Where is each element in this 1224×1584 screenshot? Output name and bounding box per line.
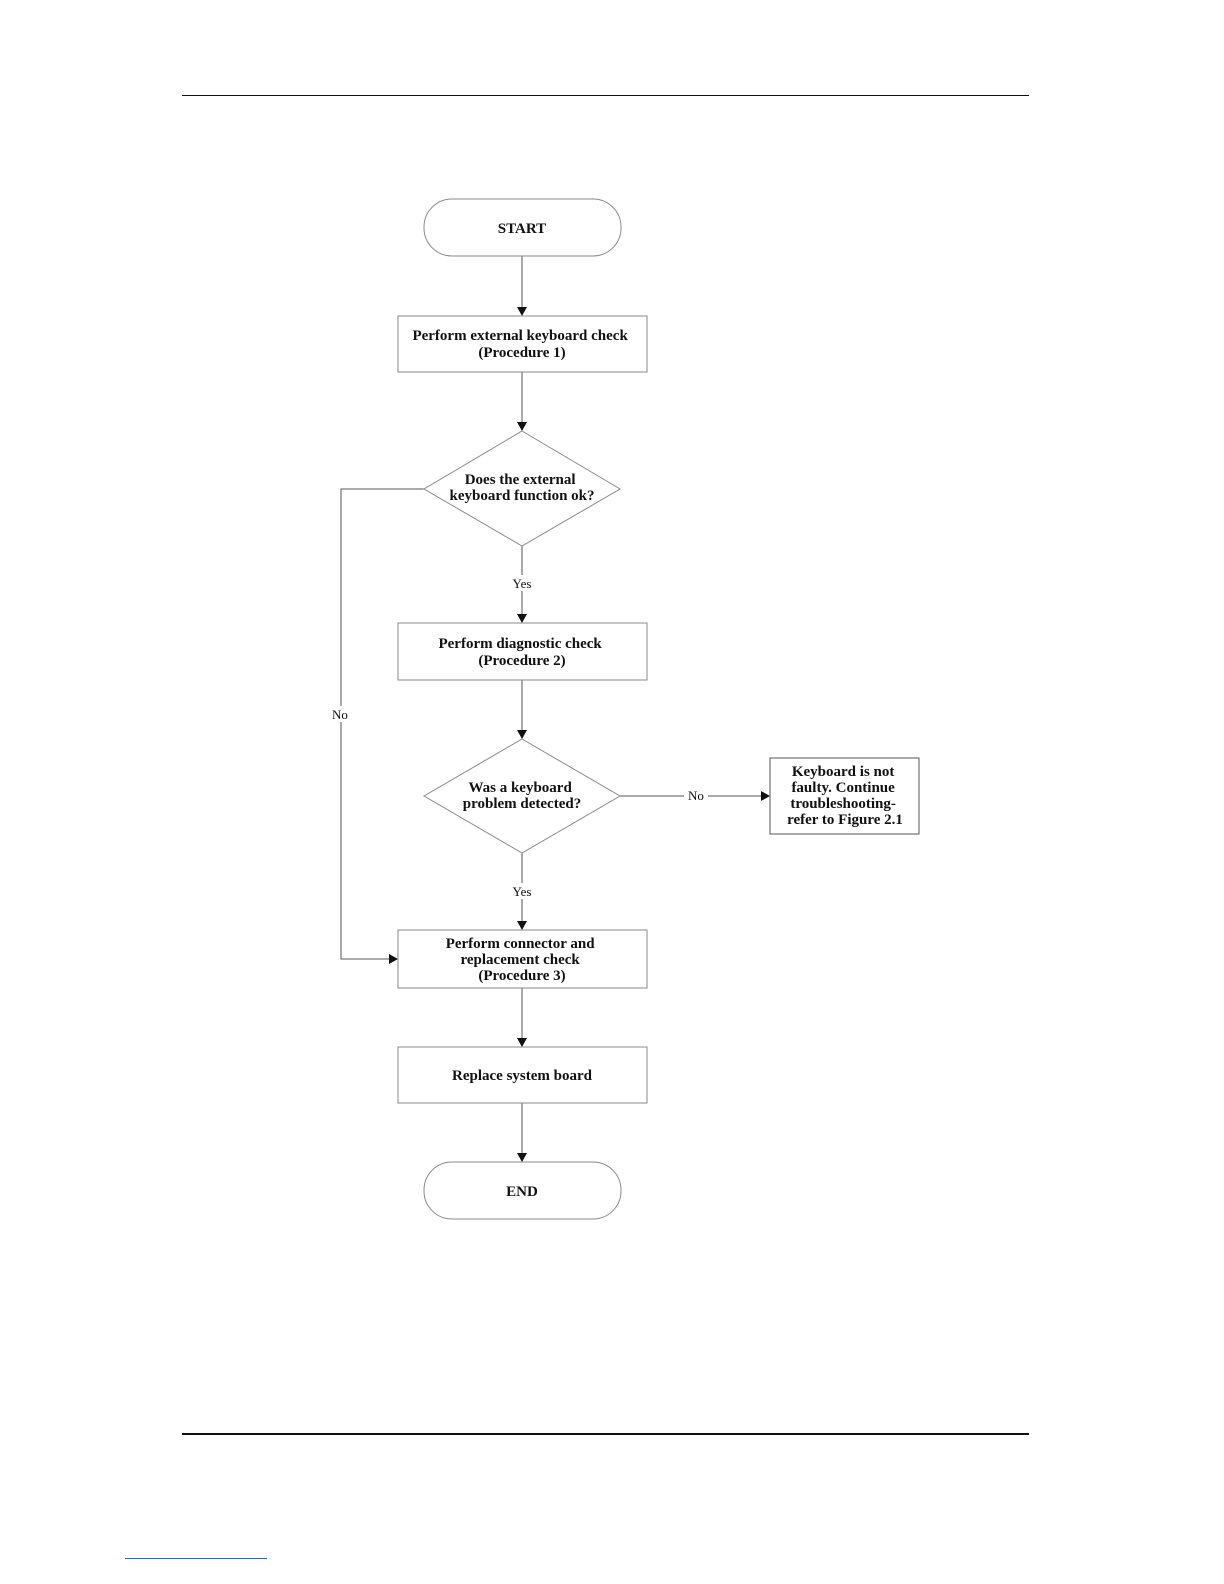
step1-line: (Procedure 1) (478, 345, 565, 361)
terminator-shape (423, 198, 622, 257)
node-step1: Perform external keyboard check (Procedu… (397, 315, 648, 373)
header-rule (182, 95, 1029, 96)
arrowhead (517, 730, 527, 739)
step2-line: Perform diagnostic check (438, 636, 602, 652)
arrowhead (517, 422, 527, 431)
arrowhead (761, 791, 770, 801)
start-label: START (498, 221, 546, 237)
arrowhead (517, 307, 527, 316)
edge-label-decision1-yes: Yes (513, 576, 532, 591)
arrowhead (517, 1153, 527, 1162)
outcome-line: troubleshooting- (790, 796, 896, 812)
edge-decision1-no (340, 488, 424, 960)
process-box (397, 929, 648, 989)
step3-line: replacement check (460, 952, 580, 968)
arrowhead (389, 954, 398, 964)
outcome-line: refer to Figure 2.1 (787, 812, 903, 828)
decision-diamond (423, 738, 621, 854)
arrowhead (517, 921, 527, 930)
process-box (397, 622, 648, 681)
node-decision1: Does the external keyboard function ok? (423, 430, 621, 547)
step4-label: Replace system board (452, 1068, 593, 1084)
outcome-box (769, 757, 920, 835)
edge-label-decision1-no: No (332, 707, 348, 722)
outcome-line: faulty. Continue (791, 780, 895, 796)
edges (340, 256, 770, 1162)
end-label: END (506, 1184, 538, 1200)
footer-link-underline (125, 1558, 267, 1559)
decision2-line: problem detected? (463, 796, 581, 812)
decision1-label: Does the external keyboard function ok? (449, 472, 594, 504)
decision2-line: Was a keyboard (468, 780, 572, 796)
footer-rule (182, 1433, 1029, 1435)
step2-label: Perform diagnostic check (Procedure 2) (438, 636, 605, 669)
arrowhead (517, 614, 527, 623)
node-step3: Perform connector and replacement check … (397, 929, 648, 989)
terminator-shape (423, 1161, 622, 1220)
step3-line: (Procedure 3) (478, 968, 565, 984)
step1-label: Perform external keyboard check (Procedu… (412, 328, 631, 361)
step3-label: Perform connector and replacement check … (446, 936, 599, 984)
node-start: START (423, 198, 622, 257)
step3-line: Perform connector and (446, 936, 596, 952)
node-outcome-not-faulty: Keyboard is not faulty. Continue trouble… (769, 757, 920, 835)
decision1-line: Does the external (465, 472, 576, 488)
decision-diamond (423, 430, 621, 547)
node-step4: Replace system board (397, 1046, 648, 1104)
decision2-label: Was a keyboard problem detected? (463, 780, 581, 812)
outcome-label: Keyboard is not faulty. Continue trouble… (787, 764, 903, 828)
node-decision2: Was a keyboard problem detected? (423, 738, 621, 854)
process-box (397, 315, 648, 373)
step4-line: Replace system board (452, 1068, 593, 1084)
node-step2: Perform diagnostic check (Procedure 2) (397, 622, 648, 681)
node-end: END (423, 1161, 622, 1220)
arrowhead (517, 1038, 527, 1047)
decision1-line: keyboard function ok? (449, 488, 594, 504)
outcome-line: Keyboard is not (792, 764, 895, 780)
edge-label-decision2-no: No (688, 788, 704, 803)
process-box (397, 1046, 648, 1104)
step2-line: (Procedure 2) (478, 653, 565, 669)
edge-label-decision2-yes: Yes (513, 884, 532, 899)
step1-line: Perform external keyboard check (412, 328, 628, 344)
